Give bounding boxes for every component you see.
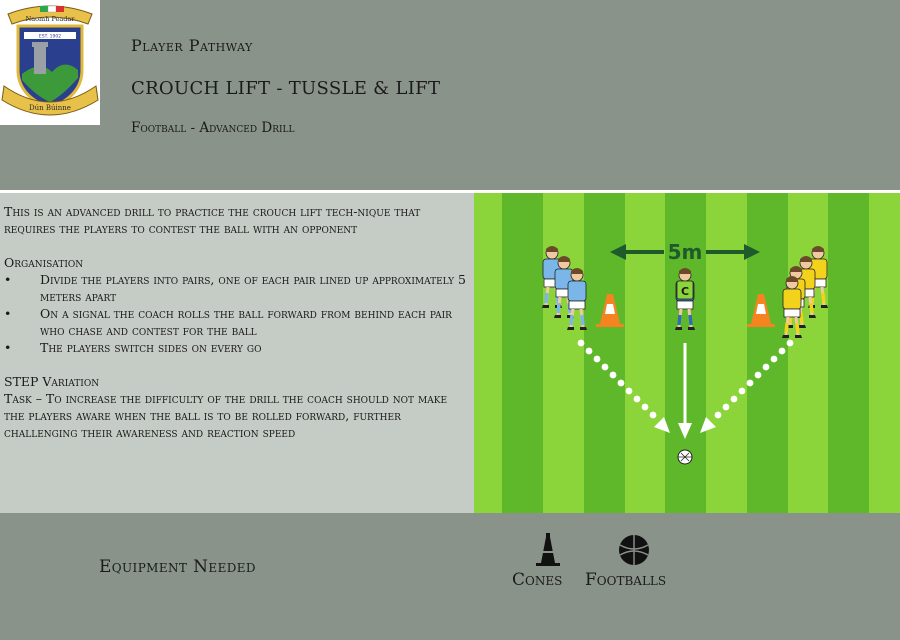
equipment-label: Equipment Needed [99,557,256,577]
cone-icon [536,533,560,566]
right-run-path [700,339,794,433]
footballs-label: Footballs [585,570,667,590]
footer: Equipment Needed Cones Footballs [0,513,900,640]
bullet-symbol: • [4,340,12,355]
cones-label: Cones [512,570,563,590]
section-title: Player Pathway [131,36,253,55]
pitch-diagram: 5m C [474,193,900,513]
club-crest-logo: Naomh Peadar EST. 1902 Dún Búinne [0,0,100,125]
list-item: • Divide the players into pairs, one of … [4,271,470,305]
pitch-svg: 5m C [474,193,900,513]
left-run-path [577,339,670,433]
header: Naomh Peadar EST. 1902 Dún Búinne Player… [0,0,900,190]
list-item-text: On a signal the coach rolls the ball for… [40,306,452,338]
intro-text: This is an advanced drill to practice th… [4,204,421,236]
coach-badge: C [681,285,689,298]
football-icon [619,535,649,565]
drill-title: CROUCH LIFT - TUSSLE & LIFT [131,78,441,99]
crest-est: EST. 1902 [39,34,61,40]
list-item-text: Divide the players into pairs, one of ea… [40,272,466,304]
list-item: • On a signal the coach rolls the ball f… [4,305,470,339]
header-divider [0,190,900,193]
distance-arrow: 5m [610,240,760,264]
bullet-symbol: • [4,272,12,287]
step-heading: STEP Variation [4,374,100,389]
bullet-symbol: • [4,306,12,321]
list-item: • The players switch sides on every go [4,339,470,356]
crest-motto-bottom: Dún Búinne [29,104,71,112]
ball-roll-arrow [678,343,692,439]
task-text: Task – To increase the difficulty of the… [4,391,448,440]
football-icon [677,449,693,465]
list-item-text: The players switch sides on every go [40,340,262,355]
organisation-heading: Organisation [4,255,84,270]
drill-description: This is an advanced drill to practice th… [0,193,474,513]
drill-subtitle: Football - Advanced Drill [131,120,295,136]
coach-figure: C [673,266,697,332]
crest-motto-top: Naomh Peadar [26,15,76,23]
distance-label: 5m [668,240,703,264]
crest-icon: Naomh Peadar EST. 1902 Dún Búinne [1,5,99,116]
